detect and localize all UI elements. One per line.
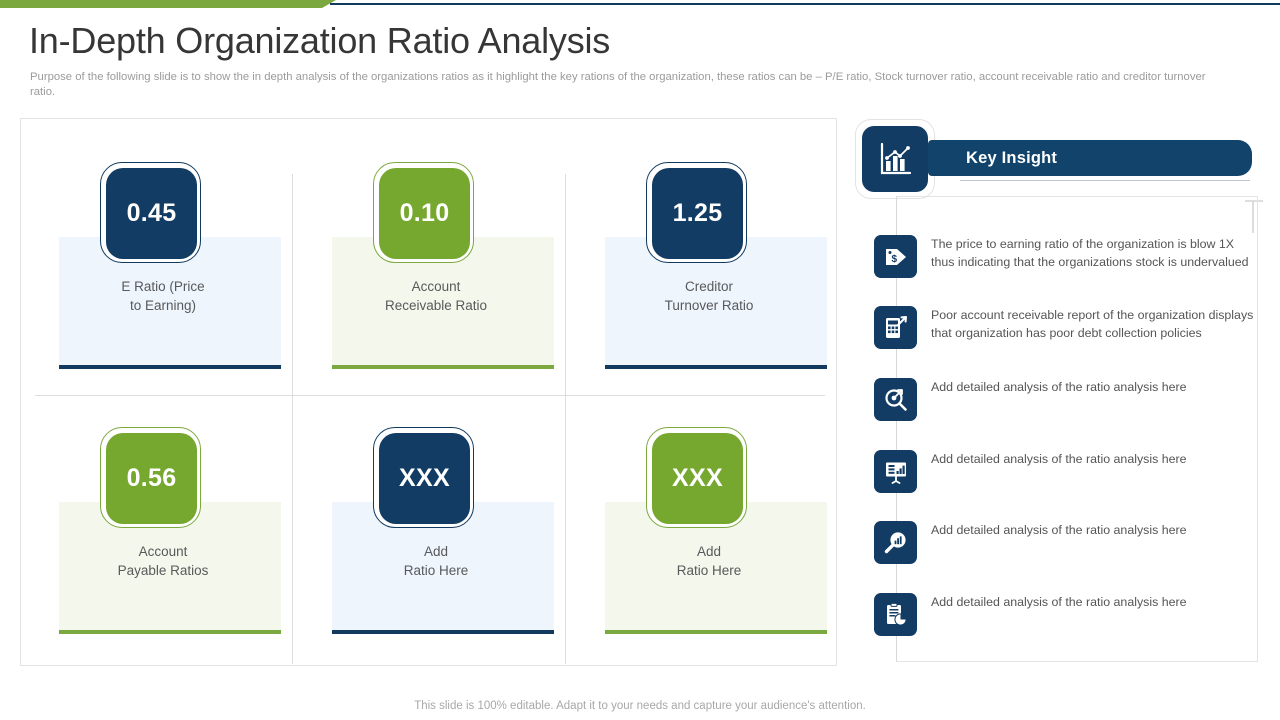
top-accent-navy <box>330 3 1280 5</box>
insight-item[interactable]: Add detailed analysis of the ratio analy… <box>874 378 1258 421</box>
target-search-icon <box>874 378 917 421</box>
ratio-value-badge[interactable]: 0.45 <box>100 162 201 263</box>
insight-text: Poor account receivable report of the or… <box>931 308 1254 340</box>
ratio-card-label: Account Receivable Ratio <box>317 277 555 315</box>
ratio-card-label: Add Ratio Here <box>317 542 555 580</box>
insight-text: Add detailed analysis of the ratio analy… <box>931 452 1187 466</box>
ratio-card-label-line1: Add <box>696 544 722 559</box>
ratio-card-label-line2: Ratio Here <box>676 563 742 578</box>
key-insight-title: Key Insight <box>966 148 1058 167</box>
ratio-card-bottom-bar <box>332 630 554 634</box>
ratio-value: XXX <box>379 433 470 524</box>
ratio-value: 0.56 <box>106 433 197 524</box>
insight-text: Add detailed analysis of the ratio analy… <box>931 595 1187 609</box>
ratio-value: 0.45 <box>106 168 197 259</box>
ratio-value: 0.10 <box>379 168 470 259</box>
clipboard-pie-icon <box>874 593 917 636</box>
ratio-card-label-line2: Receivable Ratio <box>384 298 488 313</box>
insight-item[interactable]: Poor account receivable report of the or… <box>874 306 1258 349</box>
decorative-mark-top <box>1245 200 1263 202</box>
ratio-card-bottom-bar <box>605 365 827 369</box>
ratio-card-label-line2: Payable Ratios <box>117 563 209 578</box>
ratio-cards-panel: 0.45 E Ratio (Price to Earning) 0.10 Acc… <box>20 118 837 666</box>
insight-item[interactable]: $ The price to earning ratio of the orga… <box>874 235 1258 278</box>
presentation-icon <box>874 450 917 493</box>
ratio-value-badge[interactable]: 0.10 <box>373 162 474 263</box>
insight-item[interactable]: Add detailed analysis of the ratio analy… <box>874 450 1258 493</box>
grid-divider-vertical-1 <box>292 174 293 664</box>
ratio-card-label-line1: Add <box>423 544 449 559</box>
price-tag-icon: $ <box>874 235 917 278</box>
key-insight-timeline-rail <box>896 196 897 662</box>
grid-divider-horizontal <box>35 395 825 396</box>
ratio-value: XXX <box>652 433 743 524</box>
ratio-card-label: Add Ratio Here <box>590 542 828 580</box>
ratio-value-badge[interactable]: 0.56 <box>100 427 201 528</box>
top-accent-bar <box>0 0 1280 10</box>
svg-text:$: $ <box>891 254 897 265</box>
insight-text: Add detailed analysis of the ratio analy… <box>931 380 1187 394</box>
footer-note: This slide is 100% editable. Adapt it to… <box>414 700 866 712</box>
insight-text: Add detailed analysis of the ratio analy… <box>931 523 1187 537</box>
magnifier-chart-icon <box>874 521 917 564</box>
ratio-card-bottom-bar <box>332 365 554 369</box>
key-insight-connector <box>896 199 897 237</box>
ratio-card-bottom-bar <box>59 365 281 369</box>
ratio-card-bottom-bar <box>59 630 281 634</box>
ratio-card-label-line2: Turnover Ratio <box>664 298 754 313</box>
top-accent-green <box>0 0 336 8</box>
ratio-card-label-line2: to Earning) <box>129 298 197 313</box>
ratio-card-label: Creditor Turnover Ratio <box>590 277 828 315</box>
insight-item[interactable]: Add detailed analysis of the ratio analy… <box>874 593 1258 636</box>
calculator-icon <box>874 306 917 349</box>
ratio-card-label-line1: Account <box>138 544 188 559</box>
ratio-card-label-line1: Creditor <box>684 279 733 294</box>
page-title: In-Depth Organization Ratio Analysis <box>29 20 611 61</box>
ratio-card-label: E Ratio (Price to Earning) <box>44 277 282 315</box>
ratio-value-badge[interactable]: XXX <box>646 427 747 528</box>
ratio-value-badge[interactable]: 1.25 <box>646 162 747 263</box>
ratio-card-label-line1: Account <box>411 279 461 294</box>
ratio-card-label: Account Payable Ratios <box>44 542 282 580</box>
bar-chart-trend-icon <box>862 126 928 192</box>
ratio-card-label-line1: E Ratio (Price <box>121 279 205 294</box>
ratio-card-bottom-bar <box>605 630 827 634</box>
key-insight-header-bar: Key Insight <box>928 140 1252 176</box>
ratio-card-label-line2: Ratio Here <box>403 563 469 578</box>
decorative-mark-stem <box>1252 201 1254 233</box>
insight-text: The price to earning ratio of the organi… <box>931 237 1249 269</box>
ratio-value-badge[interactable]: XXX <box>373 427 474 528</box>
insight-item[interactable]: Add detailed analysis of the ratio analy… <box>874 521 1258 564</box>
page-subtitle: Purpose of the following slide is to sho… <box>30 71 1206 98</box>
grid-divider-vertical-2 <box>565 174 566 664</box>
ratio-value: 1.25 <box>652 168 743 259</box>
key-insight-icon-frame <box>855 119 935 199</box>
key-insight-underline <box>960 180 1250 181</box>
